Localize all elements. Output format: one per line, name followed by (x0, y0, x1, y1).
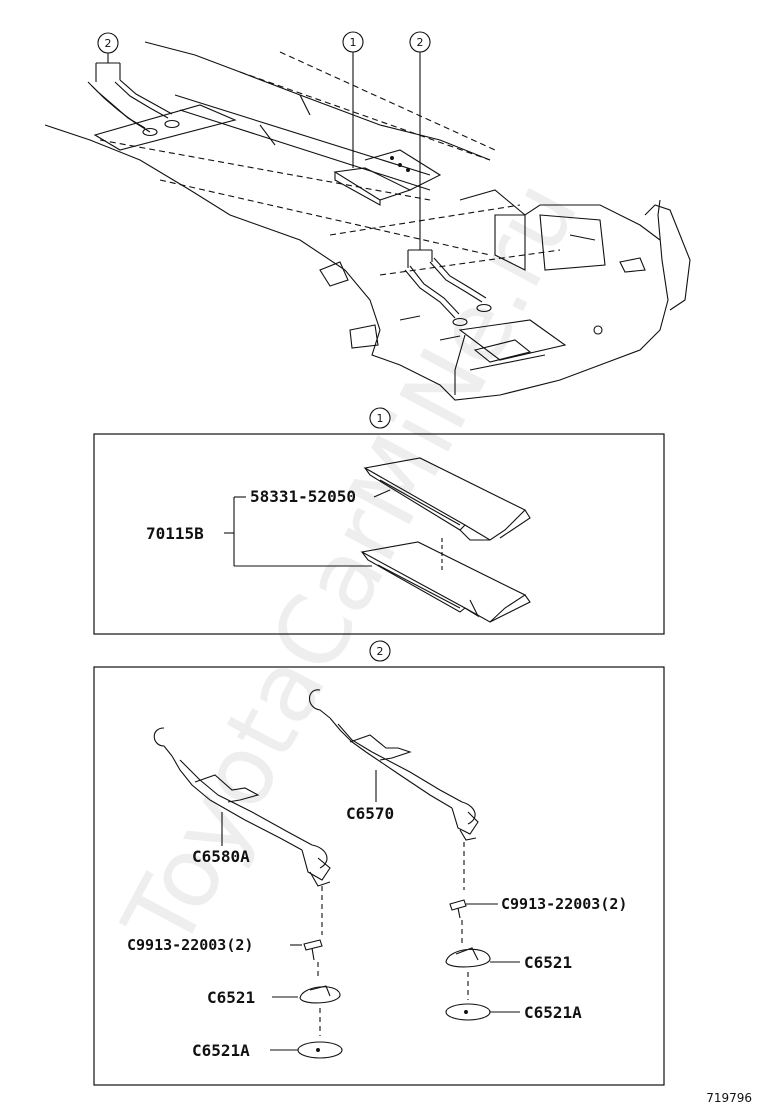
label-c6521a-left: C6521A (192, 1041, 250, 1060)
callout-floor-spare: 2 (97, 32, 119, 54)
section2-callout: 2 (369, 640, 391, 662)
section2-callout-num: 2 (377, 645, 384, 658)
callout-floor-center-num: 1 (350, 36, 357, 49)
label-70115b: 70115B (146, 524, 204, 543)
label-c6521-left: C6521 (207, 988, 255, 1007)
section1-drawing (224, 457, 531, 623)
label-c6521a-right: C6521A (524, 1003, 582, 1022)
label-c6570: C6570 (346, 804, 394, 823)
label-c6521-right: C6521 (524, 953, 572, 972)
floor-overview (44, 41, 691, 401)
section2-frame (93, 666, 665, 1086)
callout-floor-center: 1 (342, 31, 364, 53)
callout-floor-spare-num: 2 (105, 37, 112, 50)
section1-frame (93, 433, 665, 635)
label-c9913-22003-left: C9913-22003(2) (127, 936, 253, 954)
section1-callout-num: 1 (377, 412, 384, 425)
callout-floor-rear-num: 2 (417, 36, 424, 49)
reference-number: 719796 (706, 1091, 752, 1105)
section1-callout: 1 (369, 407, 391, 429)
callout-floor-rear: 2 (409, 31, 431, 53)
label-c6580a: C6580A (192, 847, 250, 866)
watermark-text: ToyotaCarMiNe.ru (102, 163, 600, 967)
label-58331-52050: 58331-52050 (250, 487, 356, 506)
section2-drawing (153, 689, 520, 1059)
label-c9913-22003-right: C9913-22003(2) (501, 895, 627, 913)
